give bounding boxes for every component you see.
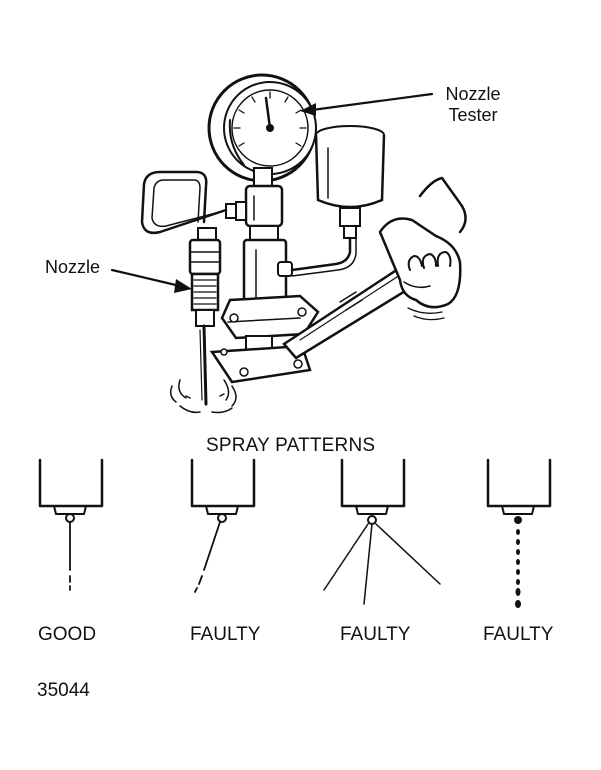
fuel-reservoir [290,125,386,277]
operator-hand [378,176,467,321]
test-nozzle [169,227,237,414]
return-line [140,170,228,235]
spray-pattern-good [38,458,104,591]
spray-pattern-faulty-split [323,458,441,605]
tester-base [209,294,320,384]
pattern-caption-faulty-dripping: FAULTY [483,624,554,645]
spray-pattern-faulty-angled [190,458,256,593]
leader-arrows [110,92,434,293]
pattern-caption-faulty-split: FAULTY [340,624,411,645]
valve-body [225,167,293,310]
nozzle-tester-callout-line1: Nozzle [445,84,501,104]
pressure-gauge [207,73,317,183]
pattern-caption-good: GOOD [38,624,97,645]
pattern-caption-faulty-angled: FAULTY [190,624,261,645]
nozzle-tester-callout: Nozzle Tester [433,84,513,126]
spray-pattern-faulty-dripping [486,458,552,608]
nozzle-tester-callout-line2: Tester [448,105,498,125]
figure-number: 35044 [37,680,90,701]
nozzle-callout: Nozzle [45,257,101,277]
spray-patterns-heading: SPRAY PATTERNS [206,435,376,456]
